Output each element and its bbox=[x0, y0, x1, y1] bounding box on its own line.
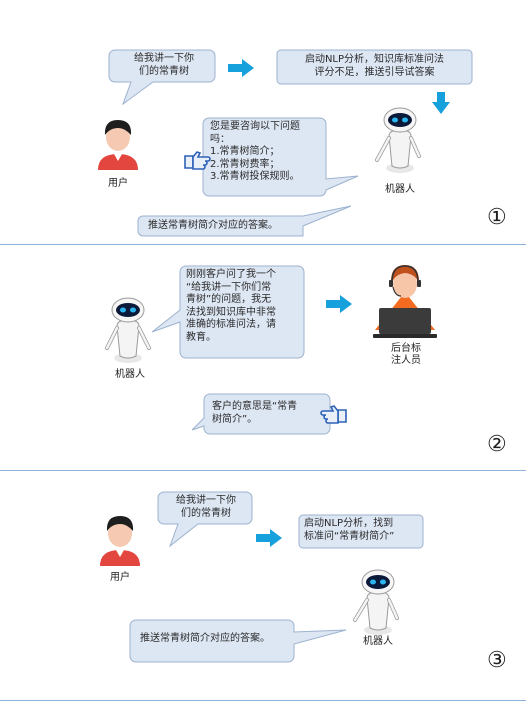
user-avatar bbox=[100, 516, 140, 566]
step-number: ① bbox=[487, 205, 507, 230]
bot-message-text: 刚刚客户问了我一个 “给我讲一下你们常 青树”的问题，我无 法找到知识库中非常 … bbox=[186, 269, 276, 343]
arrow-down-icon bbox=[432, 92, 450, 114]
bot-label: 机器人 bbox=[385, 184, 415, 195]
panel-1: 给我讲一下你 们的常青树 启动NLP分析，知识库标准问法 评分不足，推送引导试答… bbox=[0, 0, 526, 244]
bot-label: 机器人 bbox=[363, 636, 393, 647]
divider bbox=[0, 244, 526, 245]
answer-bubble bbox=[129, 619, 347, 663]
step-number: ② bbox=[487, 432, 507, 457]
system-note-box bbox=[298, 514, 424, 549]
user-message-text: 给我讲一下你 们的常青树 bbox=[134, 53, 194, 77]
bot-label: 机器人 bbox=[115, 369, 145, 380]
staff-avatar bbox=[373, 265, 437, 338]
staff-label: 后台标 注人员 bbox=[391, 343, 421, 366]
robot-avatar bbox=[105, 297, 151, 363]
panel-1-graphics bbox=[98, 49, 473, 237]
bot-question-bubble bbox=[202, 117, 359, 197]
hand-pointer-icon bbox=[184, 151, 211, 170]
panel-2-graphics bbox=[105, 265, 437, 435]
divider bbox=[0, 700, 526, 701]
arrow-right-icon bbox=[228, 59, 254, 77]
divider bbox=[0, 470, 526, 471]
system-note-text: 启动NLP分析，找到 标准问“常青树简介” bbox=[304, 518, 395, 542]
panel-3: 给我讲一下你 们的常青树 启动NLP分析，找到 标准问“常青树简介” 推送常青树… bbox=[0, 470, 526, 702]
bot-message-bubble bbox=[151, 265, 305, 359]
arrow-right-icon bbox=[326, 295, 352, 313]
robot-avatar bbox=[375, 107, 421, 173]
arrow-right-icon bbox=[256, 529, 282, 547]
user-speech-bubble bbox=[108, 49, 216, 106]
panel-3-graphics bbox=[100, 491, 424, 663]
robot-avatar bbox=[353, 569, 399, 635]
system-note-text: 启动NLP分析，知识库标准问法 评分不足，推送引导试答案 bbox=[304, 54, 445, 78]
panel-2: 刚刚客户问了我一个 “给我讲一下你们常 青树”的问题，我无 法找到知识库中非常 … bbox=[0, 244, 526, 470]
step-number: ③ bbox=[487, 648, 507, 673]
system-note-box bbox=[276, 49, 473, 85]
user-label: 用户 bbox=[108, 178, 128, 189]
user-label: 用户 bbox=[110, 572, 130, 583]
staff-reply-text: 客户的意思是“常青 树简介”。 bbox=[212, 401, 298, 425]
answer-text: 推送常青树简介对应的答案。 bbox=[148, 220, 278, 231]
user-speech-bubble bbox=[157, 491, 253, 548]
answer-bubble bbox=[137, 205, 352, 237]
user-avatar bbox=[98, 120, 138, 170]
user-message-text: 给我讲一下你 们的常青树 bbox=[176, 495, 236, 519]
bot-question-text: 您是要咨询以下问题 吗： 1.常青树简介； 2.常青树费率； 3.常青树投保规则… bbox=[210, 121, 300, 182]
hand-pointer-icon bbox=[320, 405, 347, 424]
answer-text: 推送常青树简介对应的答案。 bbox=[140, 633, 270, 644]
staff-reply-bubble bbox=[191, 393, 331, 435]
